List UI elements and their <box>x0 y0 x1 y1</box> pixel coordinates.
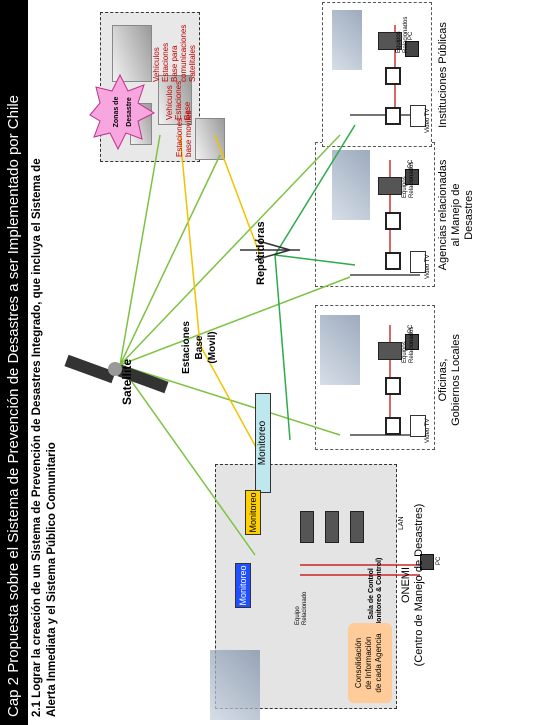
offices-tv-label: Video TV <box>425 419 431 443</box>
disaster-zones-label: Zonas de Desastre <box>110 87 136 137</box>
link-repeater-agencies <box>275 255 355 265</box>
agencies-tv-icon <box>410 251 426 273</box>
agencies-caption-3: Desastres <box>463 150 476 280</box>
green-links <box>120 135 350 555</box>
link-repeater-monitor <box>275 255 290 440</box>
onemi-equipment-label: Equipo Relacionado <box>295 592 309 625</box>
satellite-label: Satellite <box>120 359 134 405</box>
institutions-tv-label: Video TV <box>425 109 431 133</box>
vehicles-satellite-label-2: Base para <box>170 12 179 82</box>
agencies-equipment-label: Equipos Relacionados <box>402 162 416 198</box>
offices-caption-1: Oficinas, <box>437 320 450 440</box>
consolidation-label-1: Consolidación <box>354 623 364 703</box>
mobile-base-label: Estaciones base moviles <box>175 107 193 157</box>
link-repeater-vehicles <box>215 135 260 255</box>
agencies-equipment <box>378 177 402 195</box>
satellite-icon <box>64 355 168 393</box>
control-room-label-1: Sala de Control <box>368 558 376 630</box>
institutions-equipment-label-1: Equipos <box>396 17 403 53</box>
control-room-label-2: (Monitoreo & Control) <box>376 558 384 630</box>
disaster-zones-label-2: Desastre <box>123 87 136 137</box>
consolidation-label-2: de Información <box>364 623 374 703</box>
agencies-tv-label: Video TV <box>425 255 431 279</box>
onemi-server-1 <box>300 511 314 543</box>
yellow-links <box>180 135 263 460</box>
agencies-equipment-label-2: Relacionados <box>409 162 416 198</box>
offices-equipment-label-2: Relacionados <box>409 327 416 363</box>
disaster-zones-label-1: Zonas de <box>110 87 123 137</box>
darkgreen-links <box>275 125 355 440</box>
monitoring-tag-blue: Monitoreo <box>235 563 251 608</box>
link-sat-agencies <box>120 277 350 365</box>
offices-equipment-label: Equipos Relacionados <box>402 327 416 363</box>
offices-caption-2: Gobiernos Locales <box>450 320 463 440</box>
link-base-vehicles <box>180 135 200 345</box>
consolidation-label-3: de cada Agencia <box>374 623 384 703</box>
vehicles-satellite-label-4: Satelitales <box>188 12 197 82</box>
onemi-equipment-label-1: Equipo <box>295 592 302 625</box>
institutions-equipment-label-2: Relacionados <box>403 17 410 53</box>
institutions-caption: Instituciones Públicas <box>437 5 450 145</box>
monitoring-tag-cyan: Monitoreo <box>255 393 271 493</box>
mobile-base-label-2: base moviles <box>184 107 193 157</box>
vehicles-base-label-1: Vehículos <box>165 80 174 120</box>
offices-equipment-label-1: Equipos <box>402 327 409 363</box>
offices-terminal-1 <box>385 417 401 435</box>
base-stations-label: Estaciones Base (Movil) <box>180 320 219 375</box>
agencies-caption: Agencias relacionadas al Manejo de Desas… <box>437 150 476 280</box>
base-stations-label-3: (Movil) <box>206 320 219 375</box>
consolidation-box: Consolidación de Información de cada Age… <box>348 623 392 703</box>
vehicles-satellite-label-3: comunicaciones <box>179 12 188 82</box>
offices-equipment <box>378 342 402 360</box>
agencies-caption-2: al Manejo de <box>450 150 463 280</box>
red-lan-lines <box>300 25 420 575</box>
institutions-equipment-label: Equipos Relacionados <box>396 17 410 53</box>
institutions-tv-icon <box>410 105 426 127</box>
onemi-server-2 <box>325 511 339 543</box>
agencies-equipment-label-1: Equipos <box>402 162 409 198</box>
monitoring-tag-yellow: Monitoreo <box>245 490 261 535</box>
institutions-terminal-2 <box>385 67 401 85</box>
base-stations-label-1: Estaciones <box>180 320 193 375</box>
offices-terminal-2 <box>385 377 401 395</box>
onemi-equipment-label-2: Relacionado <box>302 592 309 625</box>
agencies-terminal-2 <box>385 212 401 230</box>
offices-caption: Oficinas, Gobiernos Locales <box>437 320 463 440</box>
offices-tv-icon <box>410 415 426 437</box>
mobile-base-label-1: Estaciones <box>175 107 184 157</box>
vehicles-satellite-label-1: Vehículos Estaciones <box>152 12 170 82</box>
vehicles-satellite-label: Vehículos Estaciones Base para comunicac… <box>152 12 197 82</box>
repeaters-label: Repetidoras <box>255 221 267 285</box>
agencies-terminal-1 <box>385 252 401 270</box>
onemi-pc-label: PC <box>436 557 442 565</box>
base-stations-label-2: Base <box>193 320 206 375</box>
link-sat-institutions <box>120 135 340 365</box>
institutions-terminal-1 <box>385 107 401 125</box>
control-room-label: Sala de Control (Monitoreo & Control) <box>368 558 384 630</box>
agencies-caption-1: Agencias relacionadas <box>437 150 450 280</box>
onemi-caption: ONEMI (Centro de Manejo de Desastres) <box>400 495 426 675</box>
onemi-server-3 <box>350 511 364 543</box>
onemi-caption-1: ONEMI <box>400 495 413 675</box>
link-sat-monitor <box>120 365 255 555</box>
onemi-caption-2: (Centro de Manejo de Desastres) <box>413 495 426 675</box>
